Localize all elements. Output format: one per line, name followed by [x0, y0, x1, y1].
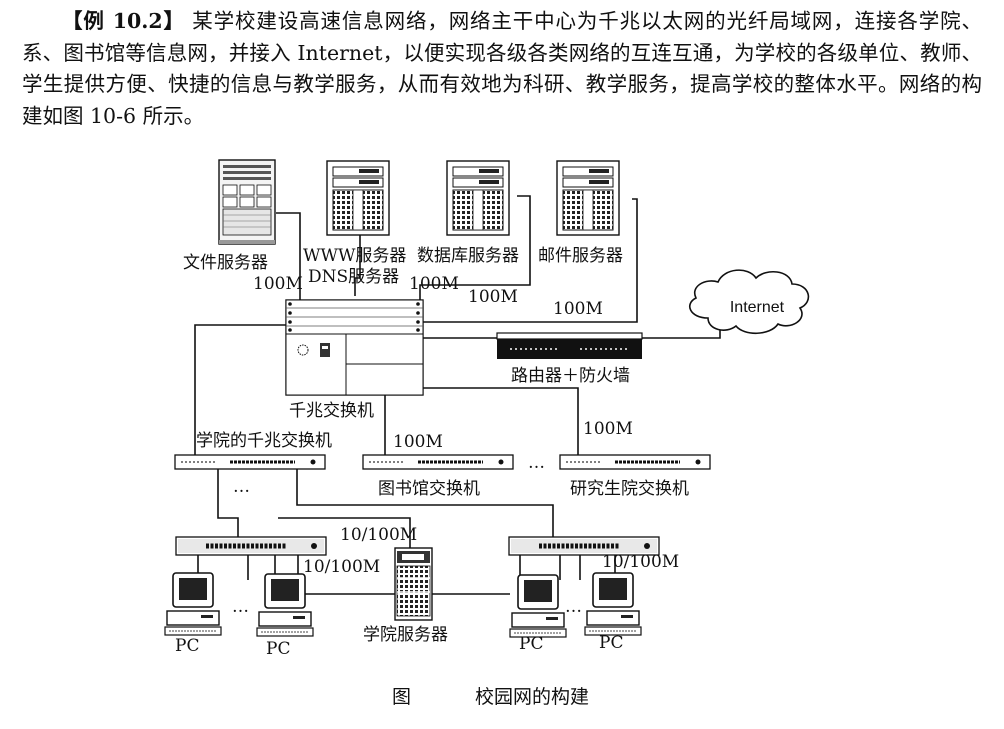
- internet-label: Internet: [730, 299, 785, 316]
- router-label: 路由器＋防火墙: [511, 366, 630, 386]
- college-switch-label: 学院的千兆交换机: [196, 431, 332, 451]
- college-server-icon: [394, 547, 433, 621]
- router-firewall-icon: [496, 332, 643, 359]
- www-server-label: WWW服务器: [303, 246, 406, 266]
- router-switch-link: [423, 387, 579, 455]
- pc-icon: [164, 572, 222, 636]
- college-switch-ellipsis: …: [233, 477, 250, 497]
- library-switch-label: 图书馆交换机: [378, 479, 480, 499]
- college-switch-link: [194, 324, 286, 455]
- figure-caption-title: 校园网的构建: [475, 686, 589, 708]
- grad-school-switch-icon: [558, 453, 712, 471]
- mail-server-icon: [556, 160, 620, 236]
- internet-cloud-icon: Internet: [688, 269, 810, 335]
- left-access-switch-icon: [176, 537, 326, 555]
- www-link-speed: 100M: [409, 274, 459, 294]
- grad-switch-label: 研究生院交换机: [570, 479, 689, 499]
- file-server-icon: [218, 159, 276, 245]
- database-server-icon: [446, 160, 510, 236]
- grad-link-speed: 100M: [583, 419, 633, 439]
- pc-icon: [256, 573, 314, 637]
- access-speed-left: 10/100M: [303, 557, 380, 577]
- access-speed-right: 10/100M: [602, 552, 679, 572]
- database-server-label: 数据库服务器: [417, 246, 519, 266]
- college-access-link-right: [296, 467, 554, 537]
- example-paragraph: 【例 10.2】 某学校建设高速信息网络，网络主干中心为千兆以太网的光纤局域网，…: [22, 6, 982, 132]
- core-switch-label: 千兆交换机: [289, 401, 374, 421]
- figure-caption-prefix: 图: [392, 686, 411, 708]
- db-server-link: [419, 195, 531, 300]
- library-link-speed: 100M: [393, 432, 443, 452]
- example-text: 某学校建设高速信息网络，网络主干中心为千兆以太网的光纤局域网，连接各学院、系、图…: [22, 9, 982, 128]
- www-server-link: [354, 210, 361, 296]
- mail-server-link: [423, 198, 638, 323]
- right-pc-ellipsis: …: [565, 597, 582, 617]
- college-access-link-left: [217, 467, 239, 537]
- college-server-link: [278, 517, 411, 548]
- mail-server-label: 邮件服务器: [538, 246, 623, 266]
- www-server-icon: [326, 160, 390, 236]
- college-gigabit-switch-icon: [173, 453, 327, 471]
- example-tag: 【例 10.2】: [62, 9, 185, 33]
- library-switch-icon: [361, 453, 515, 471]
- pc-icon: [584, 572, 642, 636]
- switch-row-ellipsis: …: [528, 453, 545, 473]
- file-server-label: 文件服务器: [183, 253, 268, 273]
- pc-label: PC: [599, 633, 623, 653]
- mail-link-speed: 100M: [553, 299, 603, 319]
- left-pc-ellipsis: …: [232, 597, 249, 617]
- db-link-speed: 100M: [468, 287, 518, 307]
- pc-label: PC: [175, 636, 199, 656]
- file-link-speed: 100M: [253, 274, 303, 294]
- pc-label: PC: [266, 639, 290, 659]
- core-switch-icon: [285, 299, 424, 396]
- dns-server-label: DNS服务器: [308, 267, 399, 287]
- college-server-label: 学院服务器: [363, 625, 448, 645]
- pc-label: PC: [519, 634, 543, 654]
- pc-icon: [509, 574, 567, 638]
- access-speed-mid: 10/100M: [340, 525, 417, 545]
